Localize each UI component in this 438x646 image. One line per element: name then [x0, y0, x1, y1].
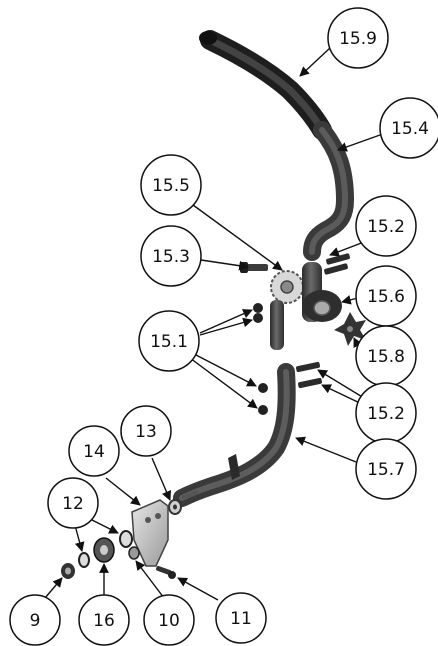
callout-14: 14: [68, 425, 120, 477]
callout-15-7: 15.7: [355, 438, 417, 500]
bracket-14-part: [131, 499, 169, 567]
callout-10: 10: [143, 594, 195, 646]
callout-12: 12: [47, 477, 99, 529]
callout-label: 15.9: [339, 29, 377, 49]
callout-11: 11: [215, 592, 267, 644]
callout-label: 16: [93, 611, 115, 631]
clamp-15-6-part: [302, 290, 342, 322]
nut-9-part: [61, 563, 75, 579]
washer-13-part: [168, 499, 182, 515]
callout-15-3: 15.3: [140, 225, 202, 287]
callout-15-5: 15.5: [140, 154, 202, 216]
star-knob-part: [334, 312, 366, 346]
callout-15-2-lower: 15.2: [355, 382, 417, 444]
bearing-16-part: [93, 537, 115, 563]
callout-15-8: 15.8: [355, 325, 417, 387]
callout-9: 9: [9, 594, 61, 646]
callout-label: 9: [30, 611, 41, 631]
leader-lines: [44, 47, 381, 601]
callout-label: 15.2: [367, 404, 405, 424]
parts-layer: [61, 30, 366, 579]
washer-10-part: [128, 546, 140, 560]
callout-label: 15.4: [391, 119, 429, 139]
push-handle-part: [199, 30, 355, 261]
callout-label: 15.2: [367, 217, 405, 237]
callout-15-9: 15.9: [327, 7, 389, 69]
callout-label: 15.5: [152, 176, 190, 196]
callout-label: 15.7: [367, 460, 405, 480]
ratchet-disc-part: [270, 270, 304, 304]
callout-15-6: 15.6: [355, 265, 417, 327]
nuts-15-1-part: [253, 303, 268, 415]
callout-16: 16: [78, 594, 130, 646]
callout-label: 14: [83, 442, 105, 462]
screw-11-part: [156, 565, 176, 579]
callout-15-2-upper: 15.2: [355, 195, 417, 257]
lower-arm-15-7-part: [173, 363, 296, 507]
callout-label: 12: [62, 494, 84, 514]
callout-label: 11: [230, 609, 252, 629]
callout-label: 15.6: [367, 287, 405, 307]
callout-label: 13: [135, 422, 157, 442]
callout-label: 10: [158, 611, 180, 631]
callout-label: 15.8: [367, 347, 405, 367]
washers-12-part: [78, 530, 133, 568]
bolts-15-2-upper-part: [324, 253, 350, 275]
callout-15-4: 15.4: [379, 97, 438, 159]
bolt-15-3-part: [240, 262, 268, 273]
callout-label: 15.1: [150, 332, 188, 352]
bolts-15-2-lower-part: [296, 361, 322, 389]
callout-15-1: 15.1: [138, 310, 200, 372]
callout-label: 15.3: [152, 247, 190, 267]
callout-13: 13: [120, 405, 172, 457]
